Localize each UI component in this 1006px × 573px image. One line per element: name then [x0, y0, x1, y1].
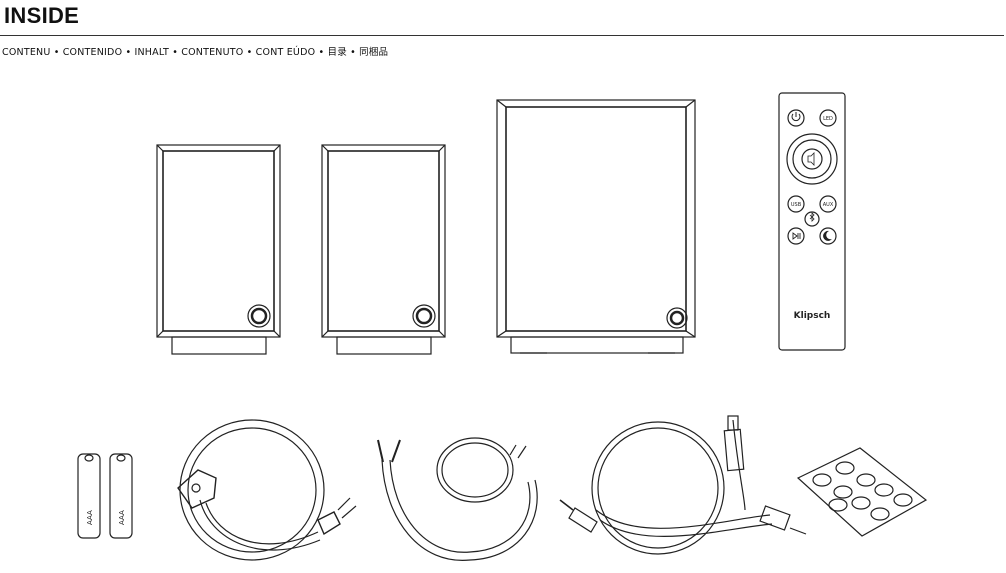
speaker-logo-icon — [247, 304, 271, 328]
page-title: INSIDE — [4, 3, 80, 28]
language-list: CONTENU • CONTENIDO • INHALT • CONTENUTO… — [2, 47, 389, 58]
usb-button-label: USB — [791, 202, 802, 208]
rubber-feet-sheet — [796, 447, 928, 537]
speaker-wire — [377, 437, 538, 561]
remote-control — [778, 92, 846, 351]
power-button-icon — [787, 109, 805, 127]
speaker-logo-icon — [412, 304, 436, 328]
led-button-label: LED — [823, 116, 833, 122]
audio-cable — [559, 415, 807, 555]
usb-button — [787, 195, 805, 213]
bluetooth-button-icon — [804, 211, 820, 227]
battery-label: AAA — [118, 510, 126, 525]
battery-label: AAA — [86, 510, 94, 525]
remote-brand-label: Klipsch — [794, 311, 831, 321]
sleep-button-icon — [819, 227, 837, 245]
aux-button-label: AUX — [823, 202, 834, 208]
aaa-batteries — [77, 453, 133, 539]
mute-button-icon — [801, 148, 823, 170]
subwoofer-logo-icon — [666, 307, 688, 329]
subwoofer — [496, 99, 696, 354]
play-pause-button-icon — [787, 227, 805, 245]
left-speaker — [156, 144, 281, 355]
aux-button — [819, 195, 837, 213]
led-button — [819, 109, 837, 127]
title-divider — [0, 35, 1004, 36]
right-speaker — [321, 144, 446, 355]
power-cord — [177, 419, 357, 561]
